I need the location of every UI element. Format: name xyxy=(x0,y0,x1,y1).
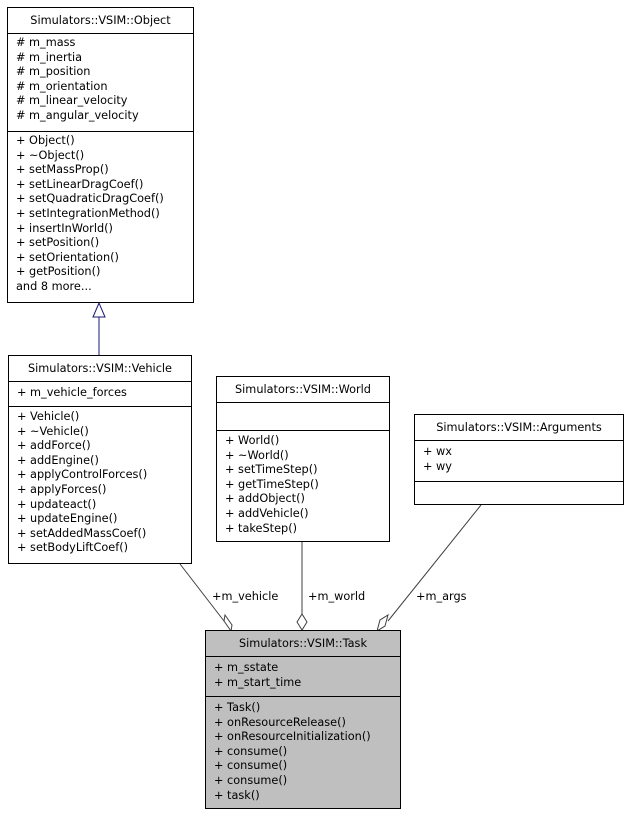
class-title: Simulators::VSIM::Vehicle xyxy=(9,356,191,382)
attribute: # m_linear_velocity xyxy=(16,94,128,108)
method: + task() xyxy=(214,788,260,802)
method: + addVehicle() xyxy=(225,506,309,520)
class-arguments[interactable]: Simulators::VSIM::Arguments + wx + wy xyxy=(414,414,624,505)
method: + ~Vehicle() xyxy=(17,424,89,438)
inheritance-arrowhead xyxy=(92,301,106,318)
class-title: Simulators::VSIM::Task xyxy=(206,631,400,657)
class-title: Simulators::VSIM::Object xyxy=(8,8,193,34)
method: + Task() xyxy=(214,701,261,714)
method: + Vehicle() xyxy=(17,410,80,423)
method: + Object() xyxy=(16,134,75,147)
method: + onResourceInitialization() xyxy=(214,730,371,744)
method: + insertInWorld() xyxy=(16,221,113,235)
class-title: Simulators::VSIM::World xyxy=(217,377,389,403)
aggregation-diamond-args xyxy=(376,613,389,633)
method: + takeStep() xyxy=(225,521,298,535)
method: + setQuadraticDragCoef() xyxy=(16,192,164,206)
more-members-note: and 8 more... xyxy=(16,279,92,293)
attributes-section: + m_vehicle_forces xyxy=(9,382,191,407)
method: + consume() xyxy=(214,744,288,758)
class-object[interactable]: Simulators::VSIM::Object # m_mass # m_in… xyxy=(7,7,194,303)
method: + setLinearDragCoef() xyxy=(16,177,144,191)
attributes-section: + m_sstate + m_start_time xyxy=(206,657,400,697)
method: + ~Object() xyxy=(16,148,85,162)
methods-section: + Object() + ~Object() + setMassProp() +… xyxy=(8,132,193,297)
aggregation-diamond-vehicle xyxy=(223,613,233,633)
edge-label-vehicle: +m_vehicle xyxy=(212,590,278,603)
method: + applyForces() xyxy=(17,482,107,496)
attribute: # m_position xyxy=(16,65,91,79)
method: + setBodyLiftCoef() xyxy=(17,541,129,555)
aggregation-diamond-world xyxy=(296,613,308,631)
method: + addObject() xyxy=(225,492,305,506)
method: + setOrientation() xyxy=(16,250,119,264)
method: + World() xyxy=(225,434,280,447)
method: + ~World() xyxy=(225,448,289,462)
attribute: # m_angular_velocity xyxy=(16,108,139,122)
method: + getPosition() xyxy=(16,265,101,279)
method: + setTimeStep() xyxy=(225,463,318,477)
attribute: + m_vehicle_forces xyxy=(17,386,127,399)
method: + applyControlForces() xyxy=(17,468,148,482)
method: + updateact() xyxy=(17,497,97,511)
method: + setIntegrationMethod() xyxy=(16,206,160,220)
attributes-section: + wx + wy xyxy=(415,441,623,482)
methods-section: + Task() + onResourceRelease() + onResou… xyxy=(206,697,400,805)
class-task[interactable]: Simulators::VSIM::Task + m_sstate + m_st… xyxy=(205,630,401,809)
attributes-section xyxy=(217,403,389,431)
attribute: + m_sstate xyxy=(214,661,279,674)
aggregation-edge-args xyxy=(387,504,482,622)
attribute: + m_start_time xyxy=(214,675,302,689)
class-title: Simulators::VSIM::Arguments xyxy=(415,415,623,441)
attribute: # m_inertia xyxy=(16,50,83,64)
attribute: + wy xyxy=(423,459,452,473)
method: + setMassProp() xyxy=(16,163,109,177)
methods-section xyxy=(415,482,623,486)
class-world[interactable]: Simulators::VSIM::World + World() + ~Wor… xyxy=(216,376,390,542)
method: + consume() xyxy=(214,773,288,787)
method: + setAddedMassCoef() xyxy=(17,526,147,540)
aggregation-edge-vehicle xyxy=(179,563,225,622)
method: + consume() xyxy=(214,759,288,773)
method: + addEngine() xyxy=(17,453,99,467)
attribute: # m_mass xyxy=(16,36,76,49)
method: + addForce() xyxy=(17,439,91,453)
methods-section: + Vehicle() + ~Vehicle() + addForce() + … xyxy=(9,407,191,558)
edge-label-args: +m_args xyxy=(416,590,467,603)
attributes-section: # m_mass # m_inertia # m_position # m_or… xyxy=(8,34,193,132)
edge-label-world: +m_world xyxy=(308,590,365,603)
method: + updateEngine() xyxy=(17,512,118,526)
method: + getTimeStep() xyxy=(225,477,319,491)
method: + onResourceRelease() xyxy=(214,715,346,729)
attribute: + wx xyxy=(423,445,452,458)
methods-section: + World() + ~World() + setTimeStep() + g… xyxy=(217,431,389,538)
class-vehicle[interactable]: Simulators::VSIM::Vehicle + m_vehicle_fo… xyxy=(8,355,192,564)
method: + setPosition() xyxy=(16,236,100,250)
attribute: # m_orientation xyxy=(16,79,108,93)
